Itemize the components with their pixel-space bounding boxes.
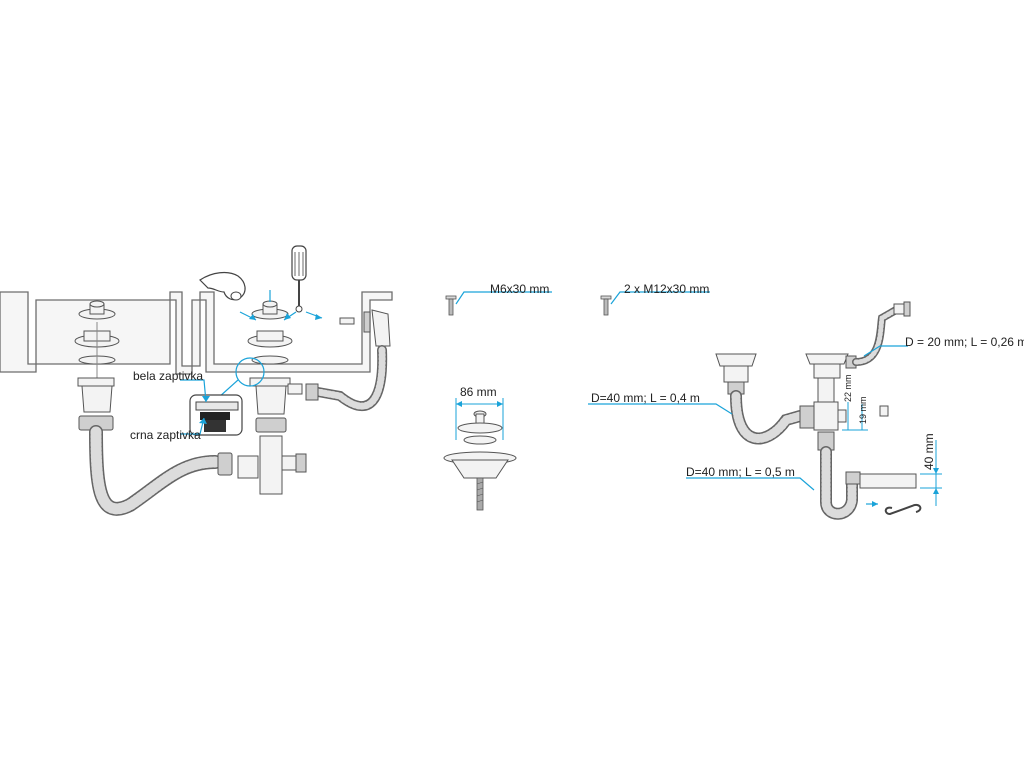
- screw-m6: M6x30 mm: [445, 282, 552, 316]
- screw-m12: 2 x M12x30 mm: [600, 282, 710, 316]
- screw-m6-label: M6x30 mm: [490, 282, 549, 296]
- wall-hook: [884, 503, 922, 516]
- double-sink-outline: [0, 291, 393, 375]
- hose-long-label: D=40 mm; L = 0,5 m: [686, 465, 795, 479]
- dim-40-label: 40 mm: [922, 433, 936, 470]
- hose-medium-label: D=40 mm; L = 0,4 m: [591, 391, 700, 405]
- double-sink-assembly: bela zaptivka crna zaptivka: [0, 245, 393, 516]
- dimension-22-19: 22 mm 19 mm: [842, 374, 868, 431]
- siphon-plug: [879, 405, 889, 417]
- dimension-40: 40 mm: [920, 433, 942, 506]
- right-outlet-body: [247, 300, 307, 495]
- gasket-detail-magnifier: [180, 357, 265, 436]
- left-corrugated-hose: [89, 425, 222, 516]
- siphon-outlet-pipe: [845, 471, 917, 489]
- dim-19-label: 19 mm: [858, 396, 868, 424]
- overflow-assembly: [305, 309, 391, 412]
- white-gasket-label: bela zaptivka: [133, 369, 203, 383]
- siphon-left-outlet: [715, 353, 757, 395]
- strainer-basket: 86 mm: [443, 385, 517, 511]
- left-outlet-body: [77, 377, 115, 431]
- black-gasket-label: crna zaptivka: [130, 428, 201, 442]
- screwdriver-illustration: [291, 245, 307, 313]
- dim-22-label: 22 mm: [843, 374, 853, 402]
- hose-small-label: D = 20 mm; L = 0,26 m: [905, 335, 1024, 349]
- assembly-arrows: [239, 290, 323, 321]
- left-strainer-exploded: [74, 300, 120, 380]
- screw-m12-label: 2 x M12x30 mm: [624, 282, 709, 296]
- strainer-width-label: 86 mm: [460, 385, 497, 399]
- hose-connector: [217, 452, 259, 479]
- siphon-kit: 22 mm 19 mm 40 mm D = 20 mm; L = 0,26 m …: [588, 301, 1024, 520]
- small-hose-fitting: [893, 301, 911, 317]
